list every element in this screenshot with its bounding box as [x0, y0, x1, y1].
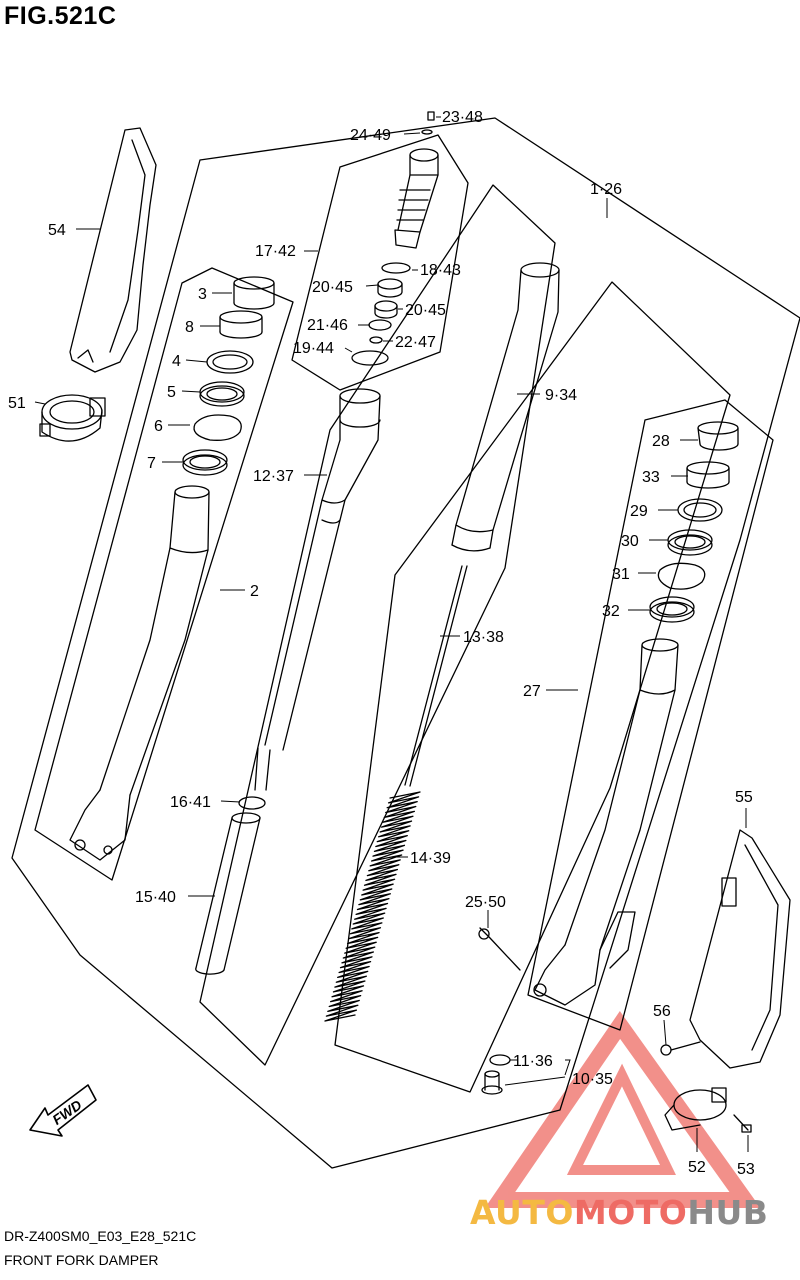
bolt-23: [427, 111, 435, 121]
dust-seal-7: [182, 449, 228, 476]
label-56: 56: [653, 1003, 671, 1020]
washer-29: [677, 498, 723, 522]
label-16-41: 16·41: [170, 794, 211, 811]
label-31: 31: [612, 566, 630, 583]
label-33: 33: [642, 469, 660, 486]
ring-19: [351, 350, 389, 366]
label-2: 2: [250, 583, 259, 600]
bolt-25: [478, 927, 521, 971]
spring-14: [324, 791, 421, 1022]
watermark-part-b: MOTO: [573, 1193, 688, 1232]
ring-21: [368, 319, 392, 331]
label-24-49: 24·49: [350, 127, 391, 144]
piston-20a: [377, 278, 403, 298]
label-54: 54: [48, 222, 66, 239]
label-55: 55: [735, 789, 753, 806]
ring-16: [238, 796, 266, 810]
oil-seal-5: [199, 381, 245, 407]
ring-22: [369, 336, 383, 344]
label-23-48: 23·48: [442, 109, 483, 126]
label-20-45a: 20·45: [312, 279, 353, 296]
outline-cartridge-group: [199, 184, 556, 1066]
label-6: 6: [154, 418, 163, 435]
label-51: 51: [8, 395, 26, 412]
label-8: 8: [185, 319, 194, 336]
label-13-38: 13·38: [463, 629, 504, 646]
label-27: 27: [523, 683, 541, 700]
inner-tube-9: [451, 262, 560, 552]
stopper-ring-6: [193, 414, 242, 441]
pipe-15: [195, 812, 261, 975]
label-7: 7: [147, 455, 156, 472]
outline-inner-tube-group: [527, 399, 774, 1031]
label-19-44: 19·44: [293, 340, 334, 357]
label-12-37: 12·37: [253, 468, 294, 485]
cylinder-12: [254, 388, 381, 791]
fwd-arrow-icon: [29, 1084, 97, 1137]
bushing-8: [219, 310, 263, 339]
label-18-43: 18·43: [420, 262, 461, 279]
bolt-56: [660, 1041, 701, 1056]
bushing-3: [233, 276, 275, 310]
watermark-logo: [484, 1011, 761, 1208]
outer-tube-2: [69, 485, 210, 861]
label-20-45b: 20·45: [405, 302, 446, 319]
clamp-51: [39, 394, 106, 442]
label-32: 32: [602, 603, 620, 620]
label-28: 28: [652, 433, 670, 450]
watermark-text: AUTOMOTOHUB: [470, 1193, 768, 1232]
label-52: 52: [688, 1159, 706, 1176]
washer-4: [206, 350, 254, 374]
piston-20b: [374, 300, 398, 319]
oil-seal-30: [667, 529, 713, 556]
label-22-47: 22·47: [395, 334, 436, 351]
label-4: 4: [172, 353, 181, 370]
dust-seal-32: [649, 596, 695, 623]
outline-damper-group: [291, 134, 469, 391]
label-10-35: 10·35: [572, 1071, 613, 1088]
leader-lines: [34, 116, 749, 1152]
label-21-46: 21·46: [307, 317, 348, 334]
bolt-53: [733, 1114, 752, 1133]
clamp-52: [664, 1087, 727, 1131]
label-15-40: 15·40: [135, 889, 176, 906]
label-14-39: 14·39: [410, 850, 451, 867]
oring-24: [421, 129, 433, 135]
label-9-34: 9·34: [545, 387, 577, 404]
label-1-26: 1·26: [590, 181, 622, 198]
bushing-28: [697, 421, 739, 451]
label-25-50: 25·50: [465, 894, 506, 911]
ring-18: [381, 262, 411, 274]
label-29: 29: [630, 503, 648, 520]
diagram-code: DR-Z400SM0_E03_E28_521C: [4, 1228, 197, 1244]
label-53: 53: [737, 1161, 755, 1178]
label-30: 30: [621, 533, 639, 550]
watermark-part-a: AUTO: [470, 1193, 574, 1232]
label-17-42: 17·42: [255, 243, 296, 260]
diagram-name: FRONT FORK DAMPER: [4, 1252, 159, 1268]
label-3: 3: [198, 286, 207, 303]
fork-guard-55: [689, 829, 791, 1069]
rod-13: [404, 565, 468, 787]
figure-title: FIG.521C: [4, 2, 117, 30]
outline-outer-tube-group: [34, 267, 294, 881]
outline-spring-group: [334, 281, 731, 1093]
bushing-33: [686, 461, 730, 489]
watermark-part-c: HUB: [687, 1193, 769, 1232]
fork-guard-54: [69, 127, 157, 373]
label-11-36: 11·36: [513, 1053, 553, 1070]
oring-11: [489, 1054, 511, 1066]
outline-fork-assembly: [11, 117, 800, 1169]
stopper-ring-31: [657, 562, 706, 590]
outer-tube-27: [533, 638, 679, 1006]
label-5: 5: [167, 384, 176, 401]
part-labels: 54 51 3 8 4 5 6 7 2 24·49 23·48 17·42 18…: [8, 109, 755, 1178]
bolt-10: [481, 1070, 503, 1095]
damper-valve-17: [394, 148, 439, 249]
